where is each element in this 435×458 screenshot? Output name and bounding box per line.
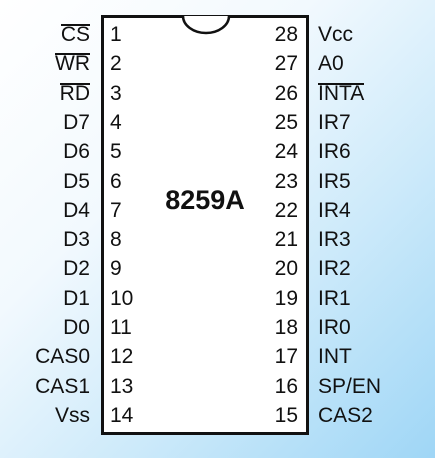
pin-signal-cas1: CAS1 xyxy=(35,374,90,398)
chip-body xyxy=(101,15,309,435)
active-low-overbar xyxy=(318,82,365,85)
active-low-overbar xyxy=(59,82,90,85)
pin-signal-ir0: IR0 xyxy=(318,316,351,339)
pin-signal-cas2: CAS2 xyxy=(318,403,373,427)
pin-signal-d1: D1 xyxy=(63,286,90,310)
pin-number-4: 4 xyxy=(110,110,122,134)
pin-number-10: 10 xyxy=(110,286,134,310)
pin-number-1: 1 xyxy=(110,23,122,46)
pin-number-6: 6 xyxy=(110,169,122,193)
pin-number-5: 5 xyxy=(110,140,122,164)
pin-signal-cs: CS xyxy=(60,23,90,46)
part-number-label: 8259A xyxy=(165,185,245,215)
pin-number-23: 23 xyxy=(274,169,298,193)
pin-number-13: 13 xyxy=(110,374,134,398)
pin-signal-ir6: IR6 xyxy=(318,140,351,164)
pin-number-16: 16 xyxy=(274,374,298,398)
pin-signal-ir5: IR5 xyxy=(318,169,351,193)
pin-signal-d2: D2 xyxy=(63,257,90,281)
pin-number-11: 11 xyxy=(110,316,132,339)
pin-signal-inta: INTA xyxy=(318,81,365,105)
pin-number-15: 15 xyxy=(274,403,298,427)
pin-number-27: 27 xyxy=(274,52,298,76)
pin-signal-d5: D5 xyxy=(63,169,90,193)
pin-number-8: 8 xyxy=(110,228,122,252)
pin-number-3: 3 xyxy=(110,81,122,105)
pin-signal-vcc: Vcc xyxy=(318,23,354,46)
pin-signal-d7: D7 xyxy=(63,110,90,134)
pin-signal-wr: WR xyxy=(55,52,90,76)
pin-signal-d4: D4 xyxy=(63,198,90,222)
pin-signal-d0: D0 xyxy=(63,316,90,339)
pin-number-26: 26 xyxy=(274,81,298,105)
pin-number-7: 7 xyxy=(110,198,122,222)
pin-signal-rd: RD xyxy=(59,81,90,105)
pin-number-18: 18 xyxy=(274,316,298,339)
pin-number-19: 19 xyxy=(274,286,298,310)
pin-signal-ir4: IR4 xyxy=(318,198,351,222)
pin-signal-int: INT xyxy=(318,345,352,369)
pin-number-21: 21 xyxy=(274,228,298,252)
pin-number-17: 17 xyxy=(274,345,298,369)
orientation-notch-icon xyxy=(181,15,231,35)
pin-number-12: 12 xyxy=(110,345,134,369)
pin-number-22: 22 xyxy=(274,198,298,222)
active-low-overbar xyxy=(55,53,90,56)
pin-signal-ir3: IR3 xyxy=(318,228,351,252)
pin-number-9: 9 xyxy=(110,257,122,281)
pin-signal-a0: A0 xyxy=(318,52,344,76)
pin-number-14: 14 xyxy=(110,403,134,427)
pin-signal-d6: D6 xyxy=(63,140,90,164)
pin-signal-vss: Vss xyxy=(54,403,90,427)
active-low-overbar xyxy=(60,24,90,26)
pin-signal-cas0: CAS0 xyxy=(35,345,90,369)
pin-number-24: 24 xyxy=(274,140,298,164)
pin-number-28: 28 xyxy=(274,23,298,46)
pin-number-25: 25 xyxy=(274,110,298,134)
pin-signal-ir7: IR7 xyxy=(318,110,351,134)
pin-signal-sp-en: SP/EN xyxy=(318,374,382,398)
pin-signal-ir1: IR1 xyxy=(318,286,351,310)
pin-signal-ir2: IR2 xyxy=(318,257,351,281)
pin-number-20: 20 xyxy=(274,257,298,281)
pin-signal-d3: D3 xyxy=(63,228,90,252)
pin-number-2: 2 xyxy=(110,52,122,76)
